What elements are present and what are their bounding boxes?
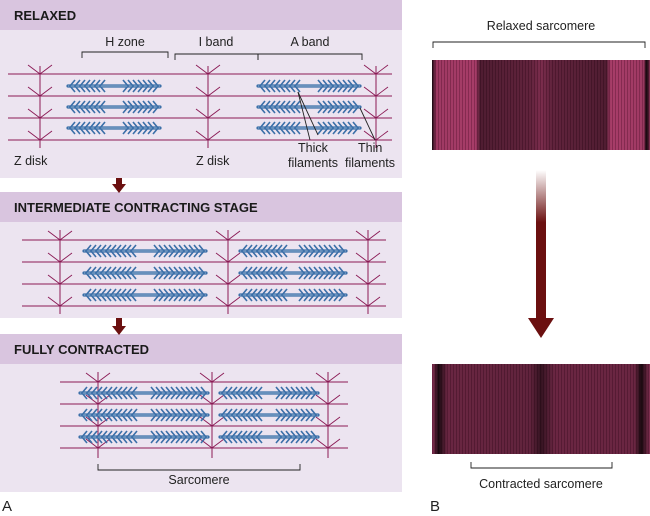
- relaxed-micrograph: [432, 60, 650, 150]
- panel-a: RELAXED INTERMEDIATE CONTRACTING STAGE F…: [0, 0, 402, 515]
- contracted-sarcomere-bracket: [470, 462, 613, 469]
- myosin-heads: [80, 386, 208, 400]
- band-brackets: [81, 51, 376, 471]
- intermediate-title: INTERMEDIATE CONTRACTING STAGE: [14, 200, 258, 215]
- z-disk-branch: [355, 230, 381, 307]
- myosin-heads: [240, 244, 346, 258]
- contracted-header-bg: [0, 334, 402, 364]
- arrow-down-icon: [112, 178, 126, 193]
- myosin-heads: [68, 100, 160, 114]
- z-disk-branch: [363, 64, 389, 141]
- myosin-heads: [258, 79, 360, 93]
- relaxed-header-bg: [0, 0, 402, 30]
- h-zone-label: H zone: [105, 35, 145, 49]
- myosin-heads: [84, 288, 206, 302]
- myosin-heads: [220, 408, 318, 422]
- z-disk-branch: [27, 64, 53, 141]
- relaxed-sarcomere-label: Relaxed sarcomere: [487, 19, 595, 33]
- relaxed-title: RELAXED: [14, 8, 76, 23]
- z-disk-branch: [215, 230, 241, 307]
- contracted-sarcomere-label: Contracted sarcomere: [479, 477, 603, 491]
- thin-filaments-label-line1: Thin: [358, 141, 382, 155]
- myosin-heads: [84, 266, 206, 280]
- z-disk-branch: [315, 372, 341, 449]
- arrow-down-icon: [112, 318, 126, 335]
- contracted-sarcomere-diagram: [60, 372, 348, 458]
- thick-filaments-label-line1: Thick: [298, 141, 329, 155]
- z-disk-branch: [47, 230, 73, 307]
- a-band-label: A band: [291, 35, 330, 49]
- myosin-heads: [258, 100, 360, 114]
- a-band-bracket: [257, 53, 363, 60]
- myosin-heads: [240, 288, 346, 302]
- intermediate-header-bg: [0, 192, 402, 222]
- arrow-down-icon: [528, 318, 554, 338]
- i-band-label: I band: [199, 35, 234, 49]
- z-disk-left-label: Z disk: [14, 154, 48, 168]
- thick-filament-pointer: [297, 91, 319, 136]
- sarcomere-label: Sarcomere: [168, 473, 229, 487]
- myosin-heads: [220, 386, 318, 400]
- myosin-heads: [84, 244, 206, 258]
- z-disk-branch: [85, 372, 111, 449]
- myosin-heads: [80, 408, 208, 422]
- sarcomere-bracket: [97, 464, 301, 471]
- panel-b: Relaxed sarcomere Contracted sarcomere B: [430, 19, 650, 515]
- thick-filament-pointer: [297, 91, 311, 141]
- myosin-heads: [258, 121, 360, 135]
- myosin-heads: [80, 430, 208, 444]
- z-disk-mid-label: Z disk: [196, 154, 230, 168]
- panel-b-letter: B: [430, 498, 440, 515]
- myosin-heads: [240, 266, 346, 280]
- panel-a-letter: A: [2, 498, 12, 515]
- thick-filaments-label-line2: filaments: [288, 156, 338, 170]
- myosin-heads: [68, 79, 160, 93]
- contracted-micrograph: [432, 364, 650, 454]
- relaxed-sarcomere-bracket: [432, 41, 646, 48]
- thin-filaments-label-line2: filaments: [345, 156, 395, 170]
- intermediate-sarcomere-diagram: [22, 230, 386, 314]
- myosin-heads: [68, 121, 160, 135]
- relaxed-sarcomere-diagram: [8, 64, 392, 148]
- contracted-title: FULLY CONTRACTED: [14, 342, 149, 357]
- h-zone-bracket: [81, 51, 169, 58]
- thin-filament-pointer: [359, 107, 376, 141]
- z-disk-branch: [199, 372, 225, 449]
- myosin-heads: [220, 430, 318, 444]
- z-disk-branch: [195, 64, 221, 141]
- arrow-down-icon: [536, 170, 546, 320]
